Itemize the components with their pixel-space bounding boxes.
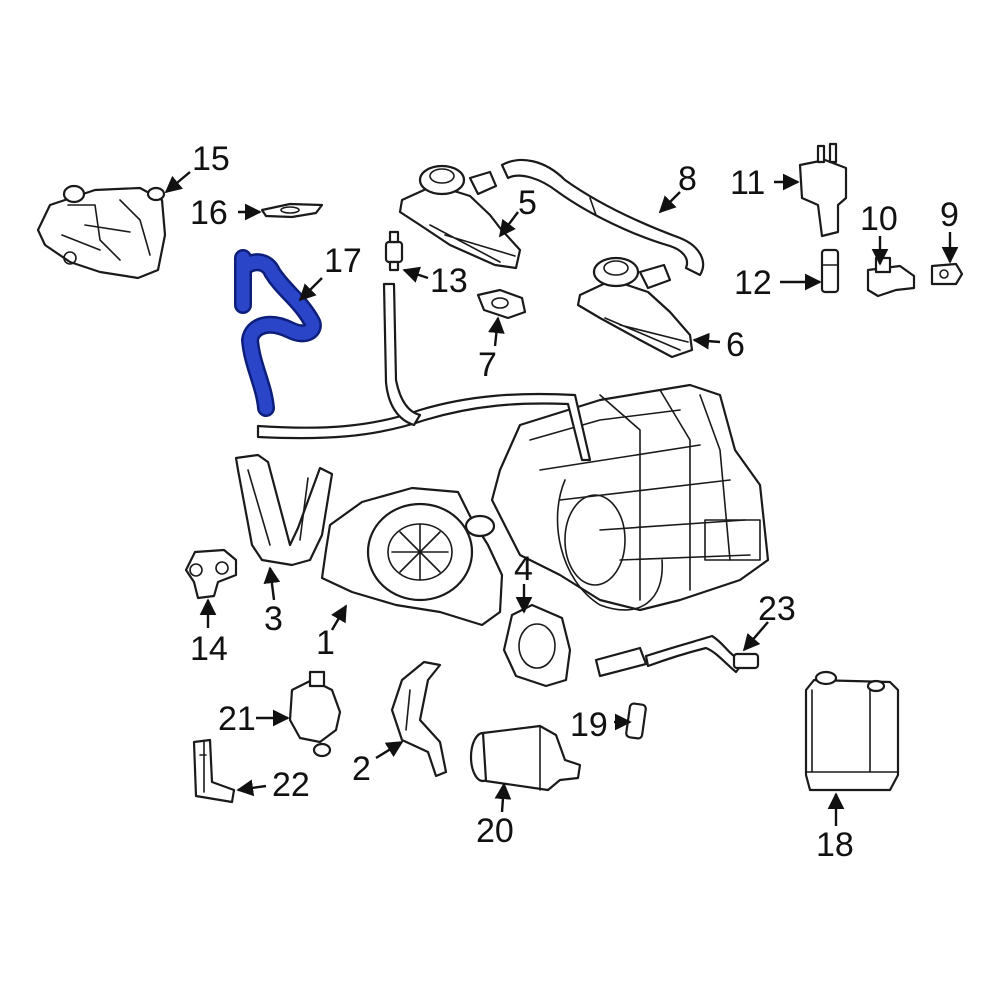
part-3-heat-shield <box>234 453 334 567</box>
part-17-hose-highlighted <box>234 249 322 417</box>
part-2-bracket <box>390 660 448 778</box>
vacuum-tube <box>256 282 592 462</box>
part-12-connector <box>820 248 840 294</box>
part-22-bracket <box>192 738 236 804</box>
engine-intake-manifold <box>490 383 770 612</box>
part-9-plug <box>930 262 964 286</box>
callout-20: 20 <box>476 812 514 850</box>
part-8-air-tube <box>500 158 705 277</box>
part-1-air-pump <box>320 486 504 627</box>
callout-18: 18 <box>816 826 854 864</box>
callout-10: 10 <box>860 200 898 238</box>
callout-12: 12 <box>734 264 772 302</box>
callout-22: 22 <box>272 766 310 804</box>
callout-19: 19 <box>570 706 608 744</box>
callout-21: 21 <box>218 700 256 738</box>
callout-3: 3 <box>264 600 283 638</box>
part-16-gasket <box>260 202 324 219</box>
callout-13: 13 <box>430 262 468 300</box>
callout-labels: 15 16 17 13 7 5 6 8 11 12 10 9 3 14 1 4 … <box>190 140 959 864</box>
callout-1: 1 <box>316 624 335 662</box>
callout-6: 6 <box>726 326 745 364</box>
part-13-connector <box>384 230 404 272</box>
callout-9: 9 <box>940 196 959 234</box>
callout-23: 23 <box>758 590 796 628</box>
part-4-pulley <box>502 603 572 688</box>
part-6-check-valve <box>576 256 694 359</box>
part-7-gasket <box>476 288 527 320</box>
part-14-sensor <box>184 548 238 600</box>
callout-8: 8 <box>678 160 697 198</box>
part-21-valve <box>288 670 342 758</box>
callout-14: 14 <box>190 630 228 668</box>
callout-16: 16 <box>190 194 228 232</box>
callout-5: 5 <box>518 184 537 222</box>
callout-4: 4 <box>514 550 533 588</box>
leader-arrows <box>164 171 959 826</box>
callout-17: 17 <box>324 242 362 280</box>
part-18-canister <box>804 670 900 792</box>
callout-7: 7 <box>478 346 497 384</box>
callout-2: 2 <box>352 750 371 788</box>
part-20-iac-motor <box>469 724 582 792</box>
part-11-solenoid <box>798 142 848 238</box>
callout-15: 15 <box>192 140 230 178</box>
part-10-tee-fitting <box>866 256 916 298</box>
part-5-check-valve <box>398 164 522 270</box>
callout-11: 11 <box>730 164 765 202</box>
part-23-o2-sensor <box>594 634 760 678</box>
part-15-solenoid-bracket <box>36 184 167 280</box>
